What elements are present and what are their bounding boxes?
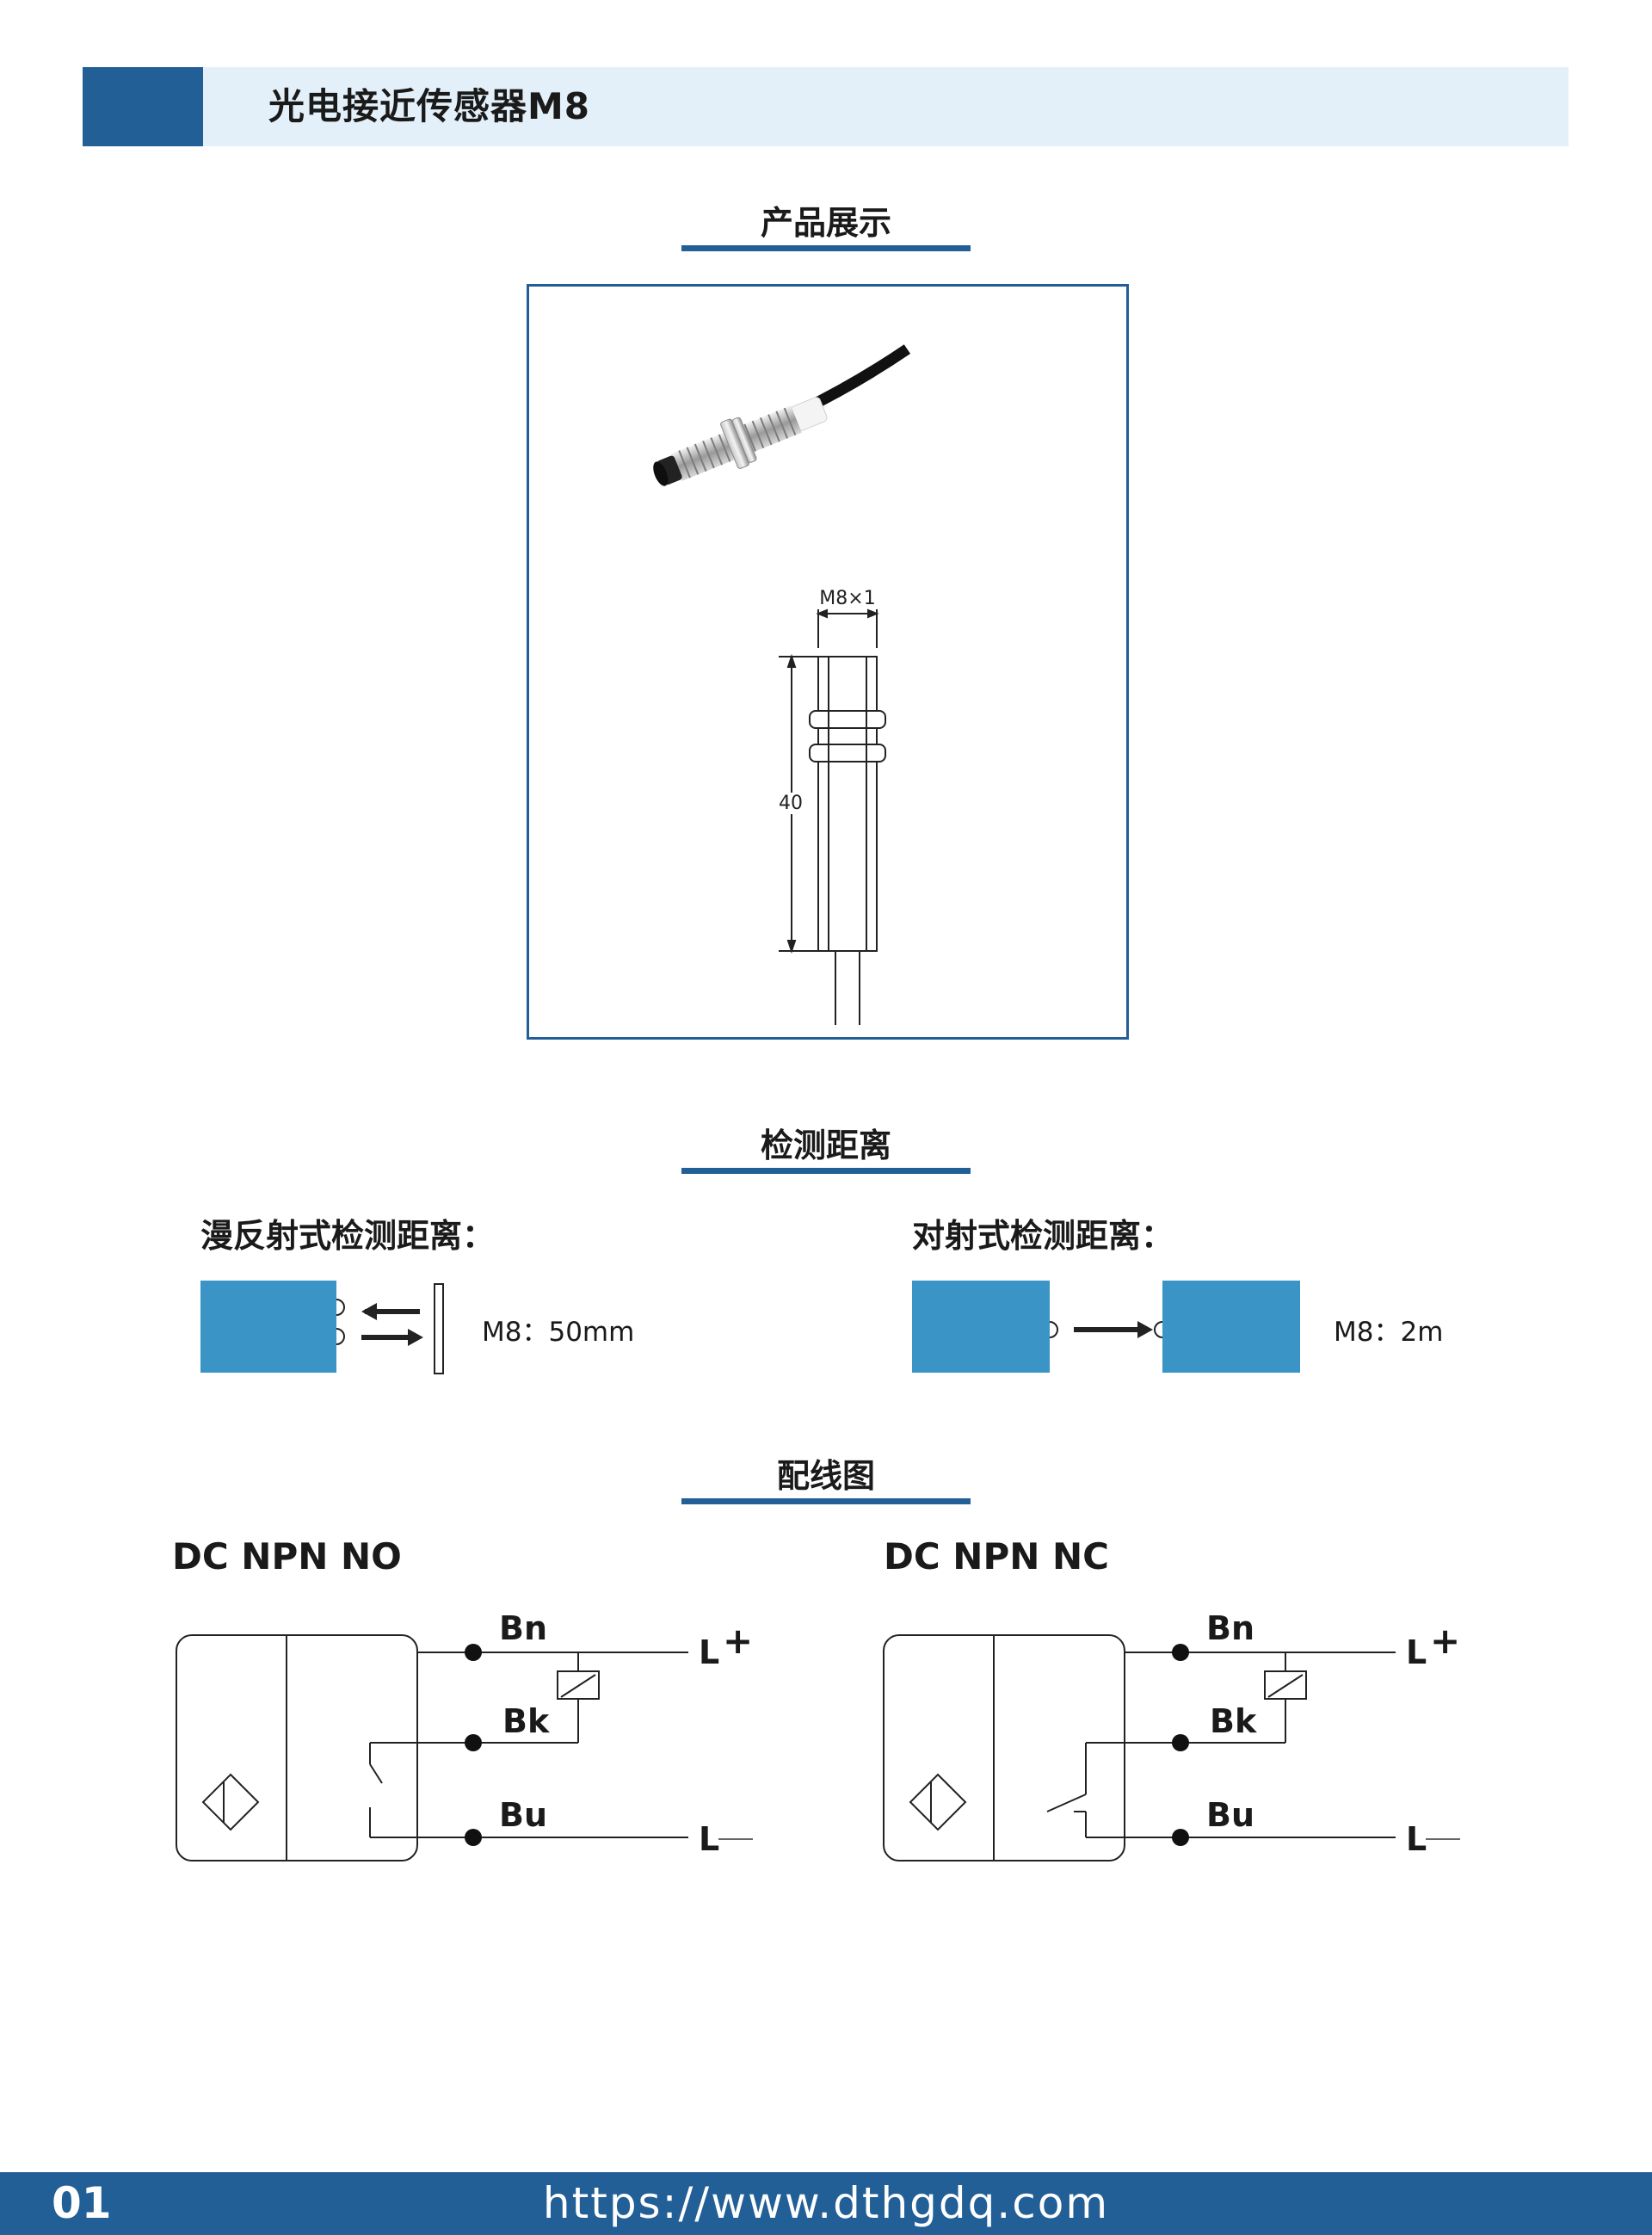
wiring-no-plus: + xyxy=(723,1620,754,1662)
wiring-no-l-minus: L xyxy=(699,1820,720,1858)
wiring-nc-bu: Bu xyxy=(1206,1796,1255,1834)
wiring-no-bk: Bk xyxy=(502,1702,550,1740)
receiver-box xyxy=(1162,1281,1300,1373)
product-illustration xyxy=(653,344,911,1025)
footer-bar xyxy=(0,2172,1652,2235)
wiring-no-bn: Bn xyxy=(499,1609,548,1647)
wiring-nc-title: DC NPN NC xyxy=(884,1535,1109,1577)
page-number: 01 xyxy=(52,2178,112,2228)
header-accent-block xyxy=(83,67,203,146)
diffuse-distance-value: M8：50mm xyxy=(482,1317,635,1348)
wiring-nc-l-minus: L xyxy=(1406,1820,1427,1858)
diffuse-heading: 漫反射式检测距离： xyxy=(200,1217,496,1255)
wiring-no-bu: Bu xyxy=(499,1796,548,1834)
footer-website-link[interactable]: https://www.dthgdq.com xyxy=(542,2178,1110,2228)
wiring-nc-bn: Bn xyxy=(1206,1609,1255,1647)
dimension-length-label: 40 xyxy=(774,793,808,814)
section-underline-wiring xyxy=(681,1498,971,1504)
dimension-drawing xyxy=(779,608,886,1025)
sensor-photo xyxy=(653,344,911,486)
header-bar xyxy=(203,67,1569,146)
section-title-wiring: 配线图 xyxy=(776,1457,875,1495)
wiring-nc-plus: + xyxy=(1430,1620,1461,1662)
section-title-product: 产品展示 xyxy=(760,204,891,242)
section-underline-distance xyxy=(681,1168,971,1174)
wiring-nc-diagram xyxy=(883,1634,1460,1861)
diffuse-sensor-box xyxy=(200,1281,336,1373)
through-beam-icon xyxy=(1049,1321,1163,1338)
diffuse-reflection-icon xyxy=(336,1283,444,1374)
section-underline-product xyxy=(681,245,971,251)
emitter-box xyxy=(912,1281,1050,1373)
page-title: 光电接近传感器M8 xyxy=(268,85,591,127)
through-beam-distance-value: M8：2m xyxy=(1334,1317,1444,1348)
wiring-no-title: DC NPN NO xyxy=(172,1535,402,1577)
section-title-distance: 检测距离 xyxy=(760,1127,891,1164)
wiring-nc-bk: Bk xyxy=(1210,1702,1257,1740)
through-beam-heading: 对射式检测距离： xyxy=(912,1217,1174,1255)
wiring-no-l-plus: L xyxy=(699,1633,720,1671)
product-frame: M8×1 40 xyxy=(527,284,1129,1040)
wiring-nc-l-plus: L xyxy=(1406,1633,1427,1671)
dimension-thread-label: M8×1 xyxy=(819,588,876,609)
wiring-no-diagram xyxy=(176,1634,753,1861)
